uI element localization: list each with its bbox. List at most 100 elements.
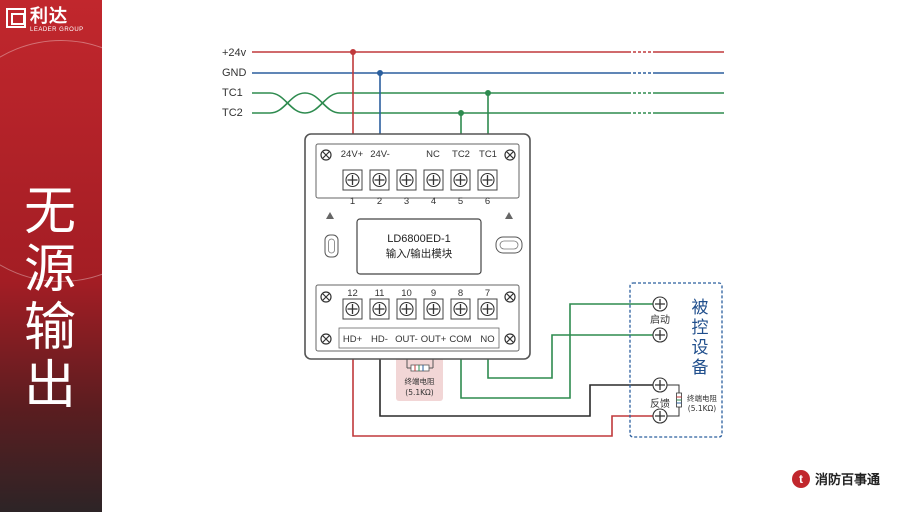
brand-name-en: LEADER GROUP <box>30 27 84 33</box>
page-title-char: 输 <box>23 298 76 358</box>
bottom-label-strip <box>338 327 500 349</box>
feedback-label: 反馈 <box>650 397 670 410</box>
terminal-label: 24V+ <box>341 149 364 160</box>
wire-com <box>460 303 660 399</box>
terminal-number: 1 <box>350 196 355 207</box>
terminal-screw-slot <box>482 175 493 185</box>
terminal-number: 11 <box>375 288 385 299</box>
device-terminal-slot <box>655 299 665 309</box>
terminal-number: 10 <box>401 288 412 299</box>
device-title-char: 设 <box>692 338 709 358</box>
terminal-screw-slot <box>455 304 466 314</box>
module-resistor-box <box>396 356 443 401</box>
bus-line-tc2 <box>252 92 628 114</box>
terminal-screw-slot <box>374 304 385 314</box>
junction-dot <box>377 70 383 76</box>
device-resistor-lead <box>667 407 680 417</box>
module-name: 输入/输出模块 <box>386 247 453 260</box>
device-resistor-value: (5.1KΩ) <box>688 404 717 413</box>
junction-dot <box>485 90 491 96</box>
terminal-number: 3 <box>404 196 409 207</box>
device-resistor-lead <box>667 384 680 393</box>
led-indicator <box>499 240 519 250</box>
bus-label-gnd: GND <box>222 67 247 79</box>
terminal-screw-slot <box>347 175 358 185</box>
mount-screw-cross <box>506 151 514 159</box>
junction-dot <box>350 49 356 55</box>
page-title: 无 源 输 出 <box>18 183 82 415</box>
page-title-char: 无 <box>23 182 76 242</box>
module-resistor: 终端电阻 (5.1KΩ) <box>396 356 443 401</box>
device-box <box>629 282 723 438</box>
terminal-screw-slot <box>401 304 412 314</box>
mount-screw-cross <box>322 335 330 343</box>
terminal-number: 4 <box>431 196 436 207</box>
terminal-screw-slot <box>428 304 439 314</box>
device-title-char: 被 <box>692 298 709 318</box>
mount-screw-cross <box>506 293 514 301</box>
output-wires <box>352 303 660 437</box>
device-resistor-name: 终端电阻 <box>687 393 717 403</box>
module-resistor-name: 终端电阻 <box>405 376 435 386</box>
mount-screw-cross <box>322 293 330 301</box>
terminal-label: NO <box>480 334 494 345</box>
terminal-label: TC2 <box>452 149 470 160</box>
device-title-char: 控 <box>692 318 709 338</box>
terminal-number: 5 <box>458 196 463 207</box>
terminal-label: NC <box>426 149 440 160</box>
junction-dot <box>458 110 464 116</box>
brand-name-cn: 利达 <box>30 6 68 27</box>
controlled-device: 被 控 设 备 启动 反馈 终端电阻 (5.1KΩ) <box>629 282 723 438</box>
brand-logo: 利达 LEADER GROUP <box>6 8 84 34</box>
device-terminal-slot <box>655 330 665 340</box>
terminal-screw-slot <box>455 175 466 185</box>
led-indicator <box>328 238 335 254</box>
terminal-number: 6 <box>485 196 490 207</box>
footer-logo-text: 消防百事通 <box>815 473 881 488</box>
terminal-number: 7 <box>485 288 490 299</box>
terminal-label: HD- <box>371 334 388 345</box>
mount-screw-cross <box>322 151 330 159</box>
terminal-number: 12 <box>347 288 358 299</box>
wire-hd-minus <box>379 354 660 417</box>
module-label-plate <box>356 218 482 275</box>
start-label: 启动 <box>650 313 670 326</box>
terminal-screw-slot <box>347 304 358 314</box>
terminal-number: 8 <box>458 288 463 299</box>
terminal-screw-slot <box>482 304 493 314</box>
device-title-char: 备 <box>692 358 709 378</box>
terminal-screw-slot <box>374 175 385 185</box>
io-module: 24V+ 24V- NC TC2 TC1 1 <box>304 133 531 360</box>
terminal-number: 9 <box>431 288 436 299</box>
terminal-label: HD+ <box>343 334 363 345</box>
terminal-label: OUT+ <box>421 334 447 345</box>
mount-screw-cross <box>506 335 514 343</box>
bus-lines: +24v GND TC1 TC2 <box>222 47 724 146</box>
bus-line-tc1 <box>252 92 628 114</box>
terminal-label: TC1 <box>479 149 497 160</box>
wire-hd-plus <box>352 354 660 437</box>
bus-label-tc1: TC1 <box>222 87 243 99</box>
terminal-label: OUT- <box>395 334 418 345</box>
top-terminals <box>342 169 498 191</box>
module-resistor-value: (5.1KΩ) <box>405 388 434 397</box>
terminal-number: 2 <box>377 196 382 207</box>
arrow-up-icon <box>505 212 513 219</box>
decorative-arc <box>0 40 102 282</box>
terminal-label: COM <box>449 334 471 345</box>
footer-logo: t 消防百事通 <box>792 469 880 488</box>
module-model: LD6800ED-1 <box>387 233 451 245</box>
page-title-char: 源 <box>23 240 76 300</box>
terminal-screw-slot <box>428 175 439 185</box>
terminal-label: 24V- <box>370 149 390 160</box>
footer-logo-icon: t <box>792 469 810 488</box>
terminal-screw-slot <box>401 175 412 185</box>
wire-no <box>487 334 660 379</box>
brand-logo-icon <box>6 8 26 28</box>
page-title-char: 出 <box>23 356 76 416</box>
bus-label-p24: +24v <box>222 47 247 59</box>
device-terminal-slot <box>655 380 665 390</box>
resistor-icon <box>410 364 430 372</box>
bus-label-tc2: TC2 <box>222 107 243 119</box>
